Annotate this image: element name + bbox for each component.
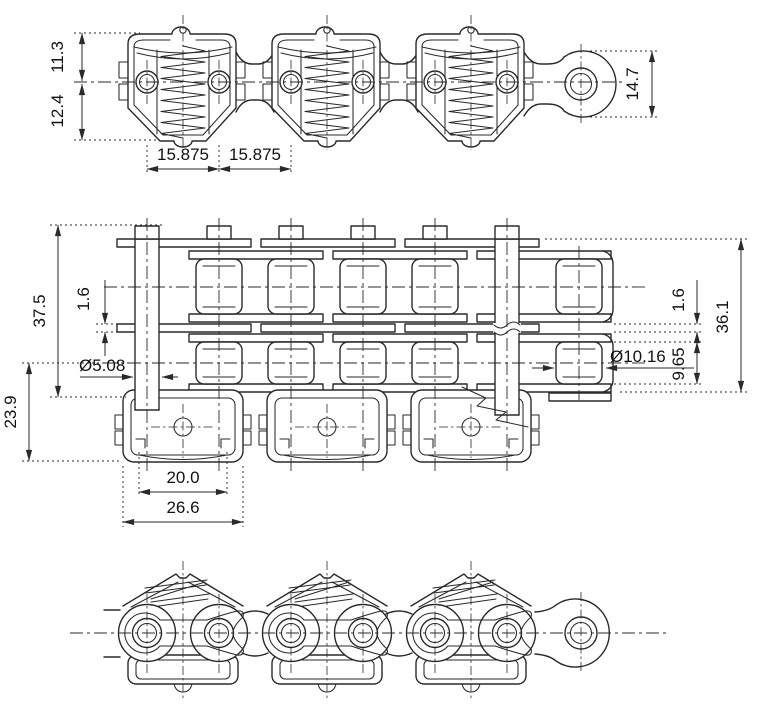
centerlines: [104, 218, 648, 473]
dim-label-below-center: 12.4: [48, 94, 67, 127]
dim-attachment-height: 23.9: [1, 362, 132, 462]
dim-outer-width: 36.1: [545, 238, 748, 393]
dim-label-attachment-height: 23.9: [1, 395, 20, 428]
view-underside: [70, 560, 668, 701]
dim-pin-length: 37.5: [30, 224, 162, 398]
dim-above-center: 11.3: [48, 32, 140, 82]
dim-inner-width: 9.65: [614, 341, 704, 385]
chain-unit: [405, 560, 537, 701]
view-side-top: 11.3 12.4 15.875 15.875 14.7: [48, 14, 660, 175]
spring-clip-attachment: [262, 14, 390, 151]
spring-clip-attachment: [118, 14, 246, 151]
dim-below-center: 12.4: [48, 83, 160, 141]
dim-roller-diameter: Ø10.16: [532, 347, 694, 372]
dim-attachment-outer-width: 26.6: [122, 466, 244, 527]
dim-label-roller-diameter: Ø10.16: [610, 347, 666, 366]
dim-label-inner-width: 9.65: [669, 347, 688, 380]
end-link-plate: [523, 50, 617, 118]
dim-label-above-center: 11.3: [48, 41, 67, 73]
dim-pitch: 15.875 15.875: [146, 145, 292, 175]
chain-unit: [117, 560, 249, 701]
dim-label-attachment-inner-width: 20.0: [166, 468, 199, 487]
spring-clip-attachment: [406, 14, 534, 151]
dim-label-attachment-outer-width: 26.6: [166, 498, 199, 517]
u-clip-attachment: [258, 389, 396, 463]
dim-label-plate-height: 14.7: [623, 67, 642, 100]
chain-stub: [103, 609, 121, 658]
dim-attachment-inner-width: 20.0: [138, 452, 228, 497]
dim-plate-thickness-left: 1.6: [74, 280, 121, 356]
dim-label-pin-diameter: Ø5.08: [79, 356, 125, 375]
dim-label-outer-width: 36.1: [713, 300, 732, 333]
dim-label-pitch-right: 15.875: [229, 145, 281, 164]
break-line: [461, 386, 529, 428]
dim-plate-thickness-right: 1.6: [614, 280, 704, 352]
chain-unit: [261, 560, 393, 701]
dim-pin-diameter: Ø5.08: [79, 356, 178, 381]
dim-plate-height: 14.7: [585, 50, 660, 118]
chain-waist: [241, 610, 269, 657]
chain-waist: [385, 610, 413, 657]
view-plan: 37.5 23.9 1.6 Ø5.08 20.0: [1, 218, 748, 527]
dim-label-plate-thickness-left: 1.6: [74, 287, 93, 311]
link-plate-edges: [116, 238, 614, 402]
dim-label-pin-length: 37.5: [30, 294, 49, 327]
dim-label-plate-thickness-right: 1.6: [669, 288, 688, 312]
dim-label-pitch-left: 15.875: [157, 145, 209, 164]
